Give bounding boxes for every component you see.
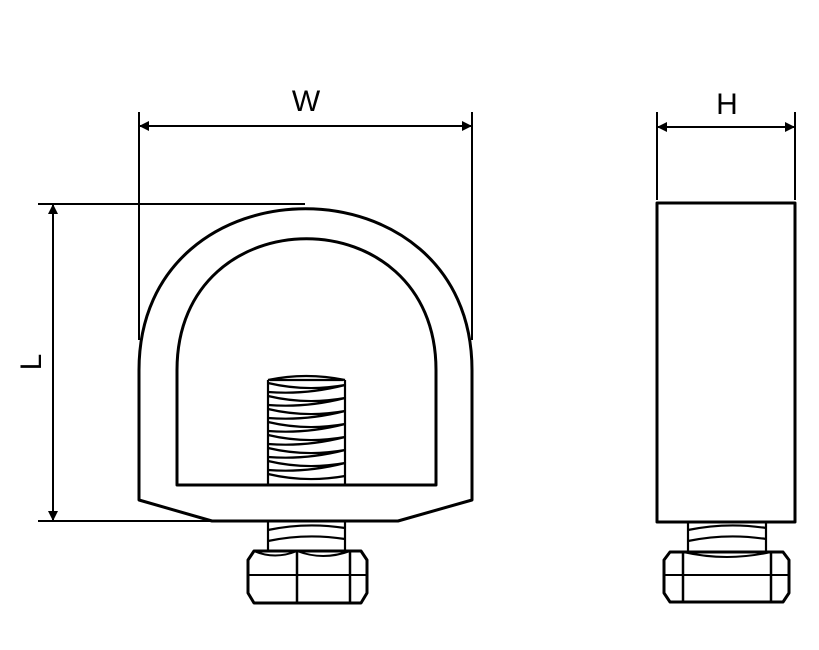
screw-thread-coils <box>267 381 347 481</box>
hex-nut-side-outline <box>662 550 791 604</box>
side-view <box>655 112 797 604</box>
hex-nut-side <box>662 550 791 604</box>
front-view <box>38 112 474 605</box>
screw-thread-top <box>267 374 346 382</box>
screw-shank-front <box>266 522 347 550</box>
width-dimension <box>138 112 473 340</box>
hex-nut-front <box>246 549 369 605</box>
screw-shank-side <box>686 522 768 552</box>
clamp-inner-outline <box>175 237 438 487</box>
side-body-outline <box>655 201 797 524</box>
hex-nut-front-outline <box>246 549 369 605</box>
screw-thread <box>266 374 347 485</box>
width-label: W <box>292 85 321 118</box>
length-label: L <box>15 354 48 371</box>
height-label: H <box>716 88 738 121</box>
length-dimension <box>38 203 305 522</box>
height-dimension <box>656 112 796 200</box>
clamp-outer-outline <box>137 207 474 523</box>
